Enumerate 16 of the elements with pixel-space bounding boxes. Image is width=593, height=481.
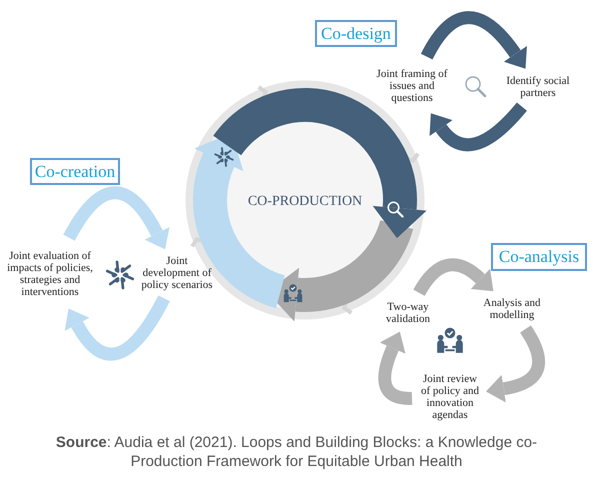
step-label: Analysis and modelling bbox=[468, 294, 556, 324]
step-label: Joint development of policy scenarios bbox=[138, 253, 216, 293]
center-title: CO-PRODUCTION bbox=[238, 190, 372, 212]
stage-title-box: Co-creation bbox=[30, 158, 120, 185]
curved-arrow bbox=[378, 331, 412, 405]
caption: Source: Audia et al (2021). Loops and Building Blocks: a Knowledge co-Production Framework for Equitable Urban Health bbox=[54, 433, 538, 471]
step-label: Two-way validation bbox=[376, 298, 440, 328]
stage-title-box: Co-design bbox=[315, 20, 397, 47]
curved-arrow bbox=[430, 102, 527, 152]
step-label: Identify social partners bbox=[495, 72, 581, 102]
stage-title-box: Co-analysis bbox=[491, 243, 587, 271]
curved-arrow bbox=[63, 186, 170, 250]
step-label: Joint review of policy and innovation agendas bbox=[418, 368, 482, 426]
step-label: Joint framing of issues and questions bbox=[376, 62, 448, 110]
curved-arrow bbox=[65, 295, 170, 361]
step-label: Joint evaluation of impacts of policies, strategies and interventions bbox=[4, 243, 96, 305]
